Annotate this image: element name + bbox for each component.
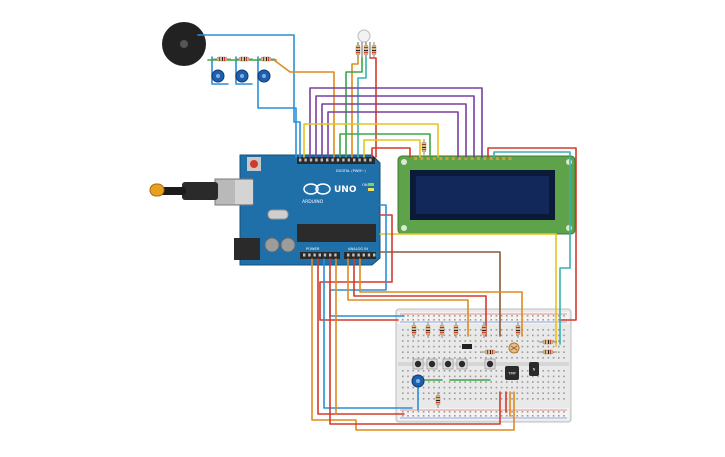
- reset-button[interactable]: [250, 160, 258, 168]
- wire-18[interactable]: [371, 147, 411, 158]
- resistor-bb-8[interactable]: [539, 339, 557, 345]
- resistor-bb-10[interactable]: [435, 392, 441, 408]
- wire-2[interactable]: [211, 56, 229, 85]
- wire-23[interactable]: [319, 214, 399, 321]
- components[interactable]: TMP N: [211, 42, 557, 408]
- resistor-bb-1[interactable]: [411, 322, 417, 338]
- lcd-pin-header: [414, 157, 512, 160]
- push-button-1[interactable]: [412, 358, 424, 370]
- arduino-uno-board[interactable]: UNO ARDUINO DIGITAL (PWM~) POWER ANALOG …: [149, 154, 381, 266]
- wires[interactable]: [197, 34, 577, 431]
- resistor-bb-7[interactable]: [481, 349, 499, 355]
- wire-30[interactable]: [311, 258, 515, 431]
- wire-27[interactable]: [359, 258, 523, 337]
- wire-1[interactable]: [197, 34, 301, 158]
- push-button-3[interactable]: [442, 358, 454, 370]
- temperature-sensor-label: TMP: [507, 372, 516, 376]
- wire-22[interactable]: [379, 251, 501, 337]
- arduino-logo: [303, 183, 331, 195]
- wire-14[interactable]: [327, 111, 459, 158]
- lcd-module[interactable]: [397, 155, 576, 235]
- resistor-bb-9[interactable]: [539, 349, 557, 355]
- push-button-4[interactable]: [456, 358, 468, 370]
- resistor-led-2[interactable]: [363, 42, 369, 58]
- wire-28[interactable]: [317, 258, 405, 415]
- resistor-bb-5[interactable]: [481, 322, 487, 338]
- breadboard[interactable]: [395, 308, 572, 423]
- board-brand: ARDUINO: [302, 199, 324, 205]
- wire-8[interactable]: [345, 57, 363, 158]
- wire-24[interactable]: [329, 204, 405, 317]
- atmega-chip: [297, 224, 376, 242]
- wire-20[interactable]: [493, 151, 571, 345]
- resistor-led-3[interactable]: [371, 42, 377, 58]
- on-led-label: ON: [362, 183, 368, 187]
- wire-31[interactable]: [329, 258, 501, 425]
- wire-17[interactable]: [363, 139, 421, 158]
- digital-header-label: DIGITAL (PWM~): [336, 169, 366, 173]
- transistor[interactable]: N: [529, 362, 539, 376]
- wire-6[interactable]: [273, 59, 335, 158]
- potentiometer-1[interactable]: [211, 69, 225, 83]
- power-jack: [234, 238, 260, 260]
- push-button-5[interactable]: [484, 358, 496, 370]
- diode[interactable]: [462, 344, 472, 349]
- wire-11[interactable]: [309, 87, 483, 158]
- potentiometer-bb[interactable]: [411, 374, 425, 388]
- wire-25[interactable]: [347, 258, 469, 337]
- wire-7[interactable]: [351, 57, 359, 158]
- wire-16[interactable]: [339, 133, 431, 158]
- transistor-label: N: [533, 368, 536, 372]
- resistor-3[interactable]: [257, 56, 275, 62]
- wire-10[interactable]: [369, 57, 377, 158]
- wire-29[interactable]: [323, 258, 413, 409]
- digital-header: [297, 157, 375, 164]
- analog-header-label: ANALOG IN: [348, 247, 368, 251]
- resistor-bb-4[interactable]: [453, 322, 459, 338]
- temperature-sensor[interactable]: TMP: [505, 366, 519, 380]
- photoresistor[interactable]: [508, 342, 520, 354]
- potentiometer-2[interactable]: [235, 69, 249, 83]
- wire-26[interactable]: [353, 258, 487, 337]
- wire-13[interactable]: [321, 103, 467, 158]
- wire-21[interactable]: [379, 233, 557, 347]
- resistor-1[interactable]: [213, 56, 231, 62]
- resistor-led-1[interactable]: [355, 42, 361, 58]
- usb-cable[interactable]: [182, 182, 218, 200]
- piezo-buzzer[interactable]: [162, 22, 206, 66]
- lcd-screen: [416, 176, 549, 214]
- board-model: UNO: [334, 185, 357, 195]
- push-button-2[interactable]: [426, 358, 438, 370]
- resistor-2[interactable]: [235, 56, 253, 62]
- wire-19[interactable]: [487, 147, 577, 321]
- resistor-bb-3[interactable]: [439, 322, 445, 338]
- wire-12[interactable]: [315, 95, 475, 158]
- power-header-label: POWER: [306, 247, 320, 251]
- resistor-lcd[interactable]: [421, 139, 427, 155]
- resistor-bb-6[interactable]: [515, 322, 521, 338]
- analog-header: [344, 252, 376, 259]
- wire-3[interactable]: [235, 56, 253, 85]
- resistor-bb-2[interactable]: [425, 322, 431, 338]
- potentiometer-3[interactable]: [257, 69, 271, 83]
- wire-9[interactable]: [357, 57, 367, 158]
- wire-4[interactable]: [257, 56, 297, 158]
- wire-15[interactable]: [303, 123, 439, 158]
